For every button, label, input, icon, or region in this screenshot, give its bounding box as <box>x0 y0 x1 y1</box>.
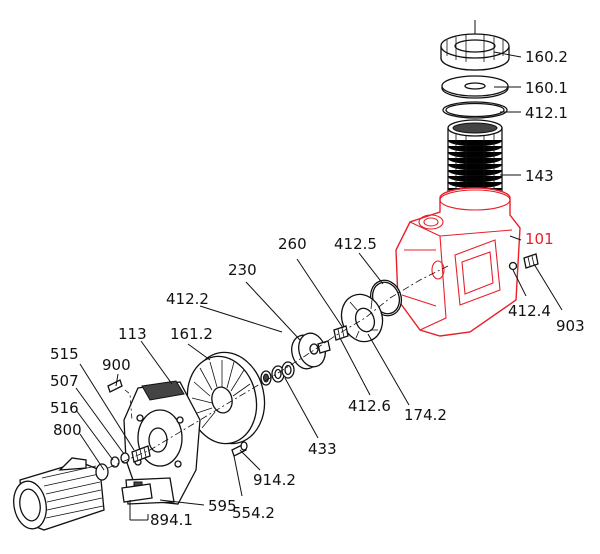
label-230: 230 <box>228 261 257 279</box>
pump-housing-101 <box>395 187 521 337</box>
part-labels: 160.2 160.1 412.1 143 101 260 412.5 230 … <box>50 48 585 529</box>
label-412-5: 412.5 <box>334 235 377 253</box>
leader-lines <box>75 51 563 520</box>
foot-894-1 <box>121 483 153 521</box>
label-595: 595 <box>208 497 237 515</box>
label-507: 507 <box>50 372 79 390</box>
label-412-4: 412.4 <box>508 302 551 320</box>
ring-507 <box>120 452 130 464</box>
label-113: 113 <box>118 325 147 343</box>
label-914-2: 914.2 <box>253 471 296 489</box>
label-516: 516 <box>50 399 79 417</box>
label-900: 900 <box>102 356 131 374</box>
label-160-2: 160.2 <box>525 48 568 66</box>
diffuser-174-2 <box>340 293 384 343</box>
mechanical-seal-433 <box>260 361 295 386</box>
label-800: 800 <box>53 421 82 439</box>
label-161-2: 161.2 <box>170 325 213 343</box>
label-515: 515 <box>50 345 79 363</box>
label-412-6: 412.6 <box>348 397 391 415</box>
impeller-screw-260 <box>333 325 349 341</box>
label-160-1: 160.1 <box>525 79 568 97</box>
label-903: 903 <box>556 317 585 335</box>
label-174-2: 174.2 <box>404 406 447 424</box>
label-412-1: 412.1 <box>525 104 568 122</box>
assembly-axis <box>107 265 449 469</box>
impeller-230 <box>291 332 331 370</box>
label-433: 433 <box>308 440 337 458</box>
bolt-914-2 <box>231 441 248 457</box>
screw-900 <box>107 379 123 393</box>
label-260: 260 <box>278 235 307 253</box>
o-ring-412-1 <box>442 101 508 119</box>
motor-800 <box>13 457 109 531</box>
label-894-1: 894.1 <box>150 511 193 529</box>
label-412-2: 412.2 <box>166 290 209 308</box>
cover-160-1 <box>441 75 509 99</box>
label-101: 101 <box>525 230 554 248</box>
basket-lid-160-2 <box>440 20 510 71</box>
label-143: 143 <box>525 167 554 185</box>
label-554-2: 554.2 <box>232 504 275 522</box>
screw-axis <box>124 389 133 421</box>
